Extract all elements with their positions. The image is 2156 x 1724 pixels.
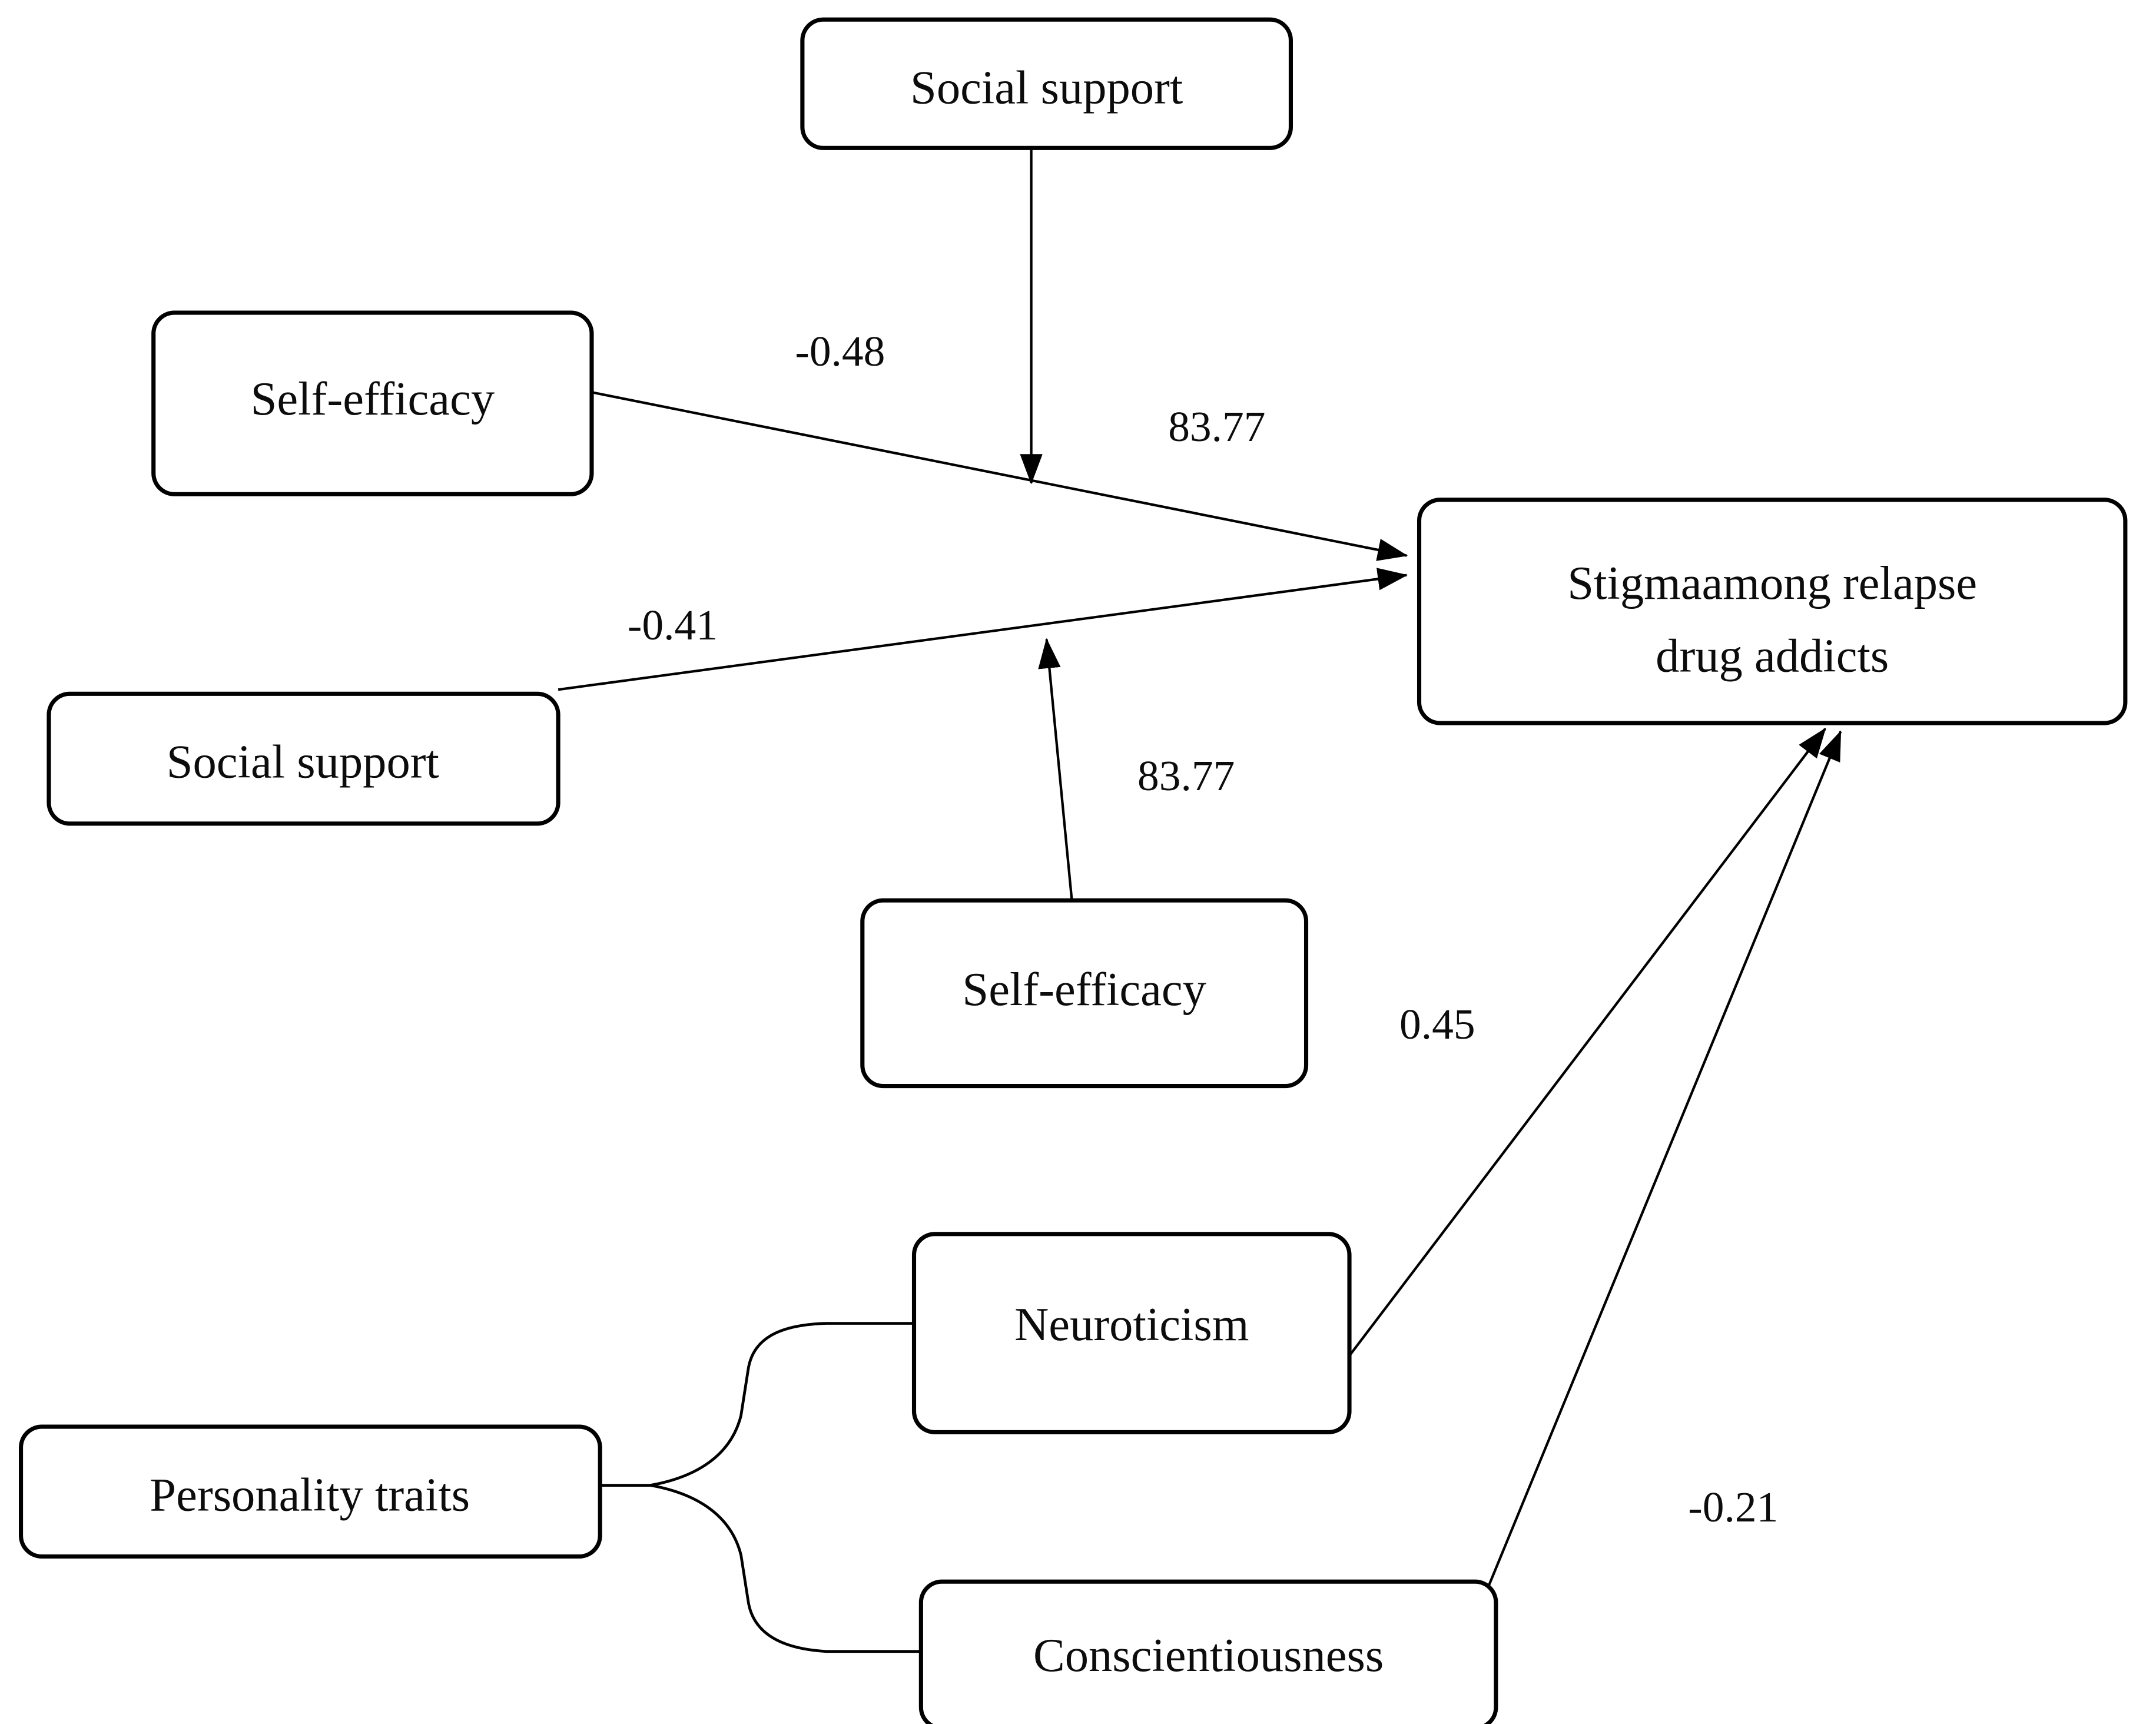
arrow-neuroticism-to-stigma bbox=[1335, 727, 1826, 1373]
node-personality-traits-box bbox=[18, 1424, 602, 1559]
coefficient-social-support-top-path: 83.77 bbox=[1168, 403, 1265, 450]
node-stigma: Stigmaamong relapse drug addicts bbox=[1417, 498, 2128, 725]
node-self-efficacy-left-box bbox=[151, 310, 594, 496]
node-neuroticism: Neuroticism bbox=[911, 1232, 1352, 1435]
node-social-support-top: Social support bbox=[800, 17, 1293, 150]
brace-personality-traits-to-neuroticism bbox=[650, 1322, 913, 1487]
arrow-conscientiousness-to-stigma bbox=[1486, 730, 1842, 1589]
node-conscientiousness-label: Conscientiousness bbox=[1033, 1629, 1384, 1682]
node-personality-traits: Personality traits bbox=[18, 1424, 602, 1559]
node-self-efficacy-left: Self-efficacy bbox=[151, 310, 594, 496]
node-stigma-label-line1: Stigmaamong relapse bbox=[1567, 557, 1977, 609]
node-social-support-top-box bbox=[800, 17, 1293, 150]
node-stigma-box bbox=[1417, 498, 2128, 725]
node-stigma-label-line2: drug addicts bbox=[1656, 629, 1889, 682]
coefficient-neuroticism-stigma: 0.45 bbox=[1399, 1000, 1475, 1048]
arrow-social-support-left-to-stigma bbox=[558, 568, 1408, 691]
node-social-support-left-box bbox=[47, 691, 560, 826]
node-social-support-top-label: Social support bbox=[910, 61, 1183, 114]
coefficient-social-support-left-stigma: -0.41 bbox=[628, 601, 718, 649]
node-personality-traits-label: Personality traits bbox=[150, 1468, 470, 1521]
node-neuroticism-box bbox=[911, 1232, 1352, 1435]
node-neuroticism-label: Neuroticism bbox=[1014, 1298, 1249, 1351]
node-self-efficacy-mid: Self-efficacy bbox=[860, 898, 1309, 1089]
node-self-efficacy-left-label: Self-efficacy bbox=[251, 373, 495, 425]
node-conscientiousness-box bbox=[918, 1579, 1498, 1724]
node-self-efficacy-mid-label: Self-efficacy bbox=[962, 963, 1206, 1016]
node-social-support-left: Social support bbox=[47, 691, 560, 826]
coefficient-conscientiousness-stigma: -0.21 bbox=[1688, 1483, 1778, 1531]
coefficient-self-efficacy-mid-path: 83.77 bbox=[1137, 752, 1235, 800]
brace-personality-traits-to-conscientiousness bbox=[650, 1484, 920, 1653]
arrow-self-efficacy-mid-to-path bbox=[1038, 638, 1073, 900]
arrow-self-efficacy-left-to-stigma bbox=[591, 391, 1408, 561]
coefficient-self-efficacy-left-stigma: -0.48 bbox=[795, 327, 885, 375]
node-self-efficacy-mid-box bbox=[860, 898, 1309, 1089]
node-conscientiousness: Conscientiousness bbox=[918, 1579, 1498, 1724]
node-social-support-left-label: Social support bbox=[167, 736, 439, 788]
